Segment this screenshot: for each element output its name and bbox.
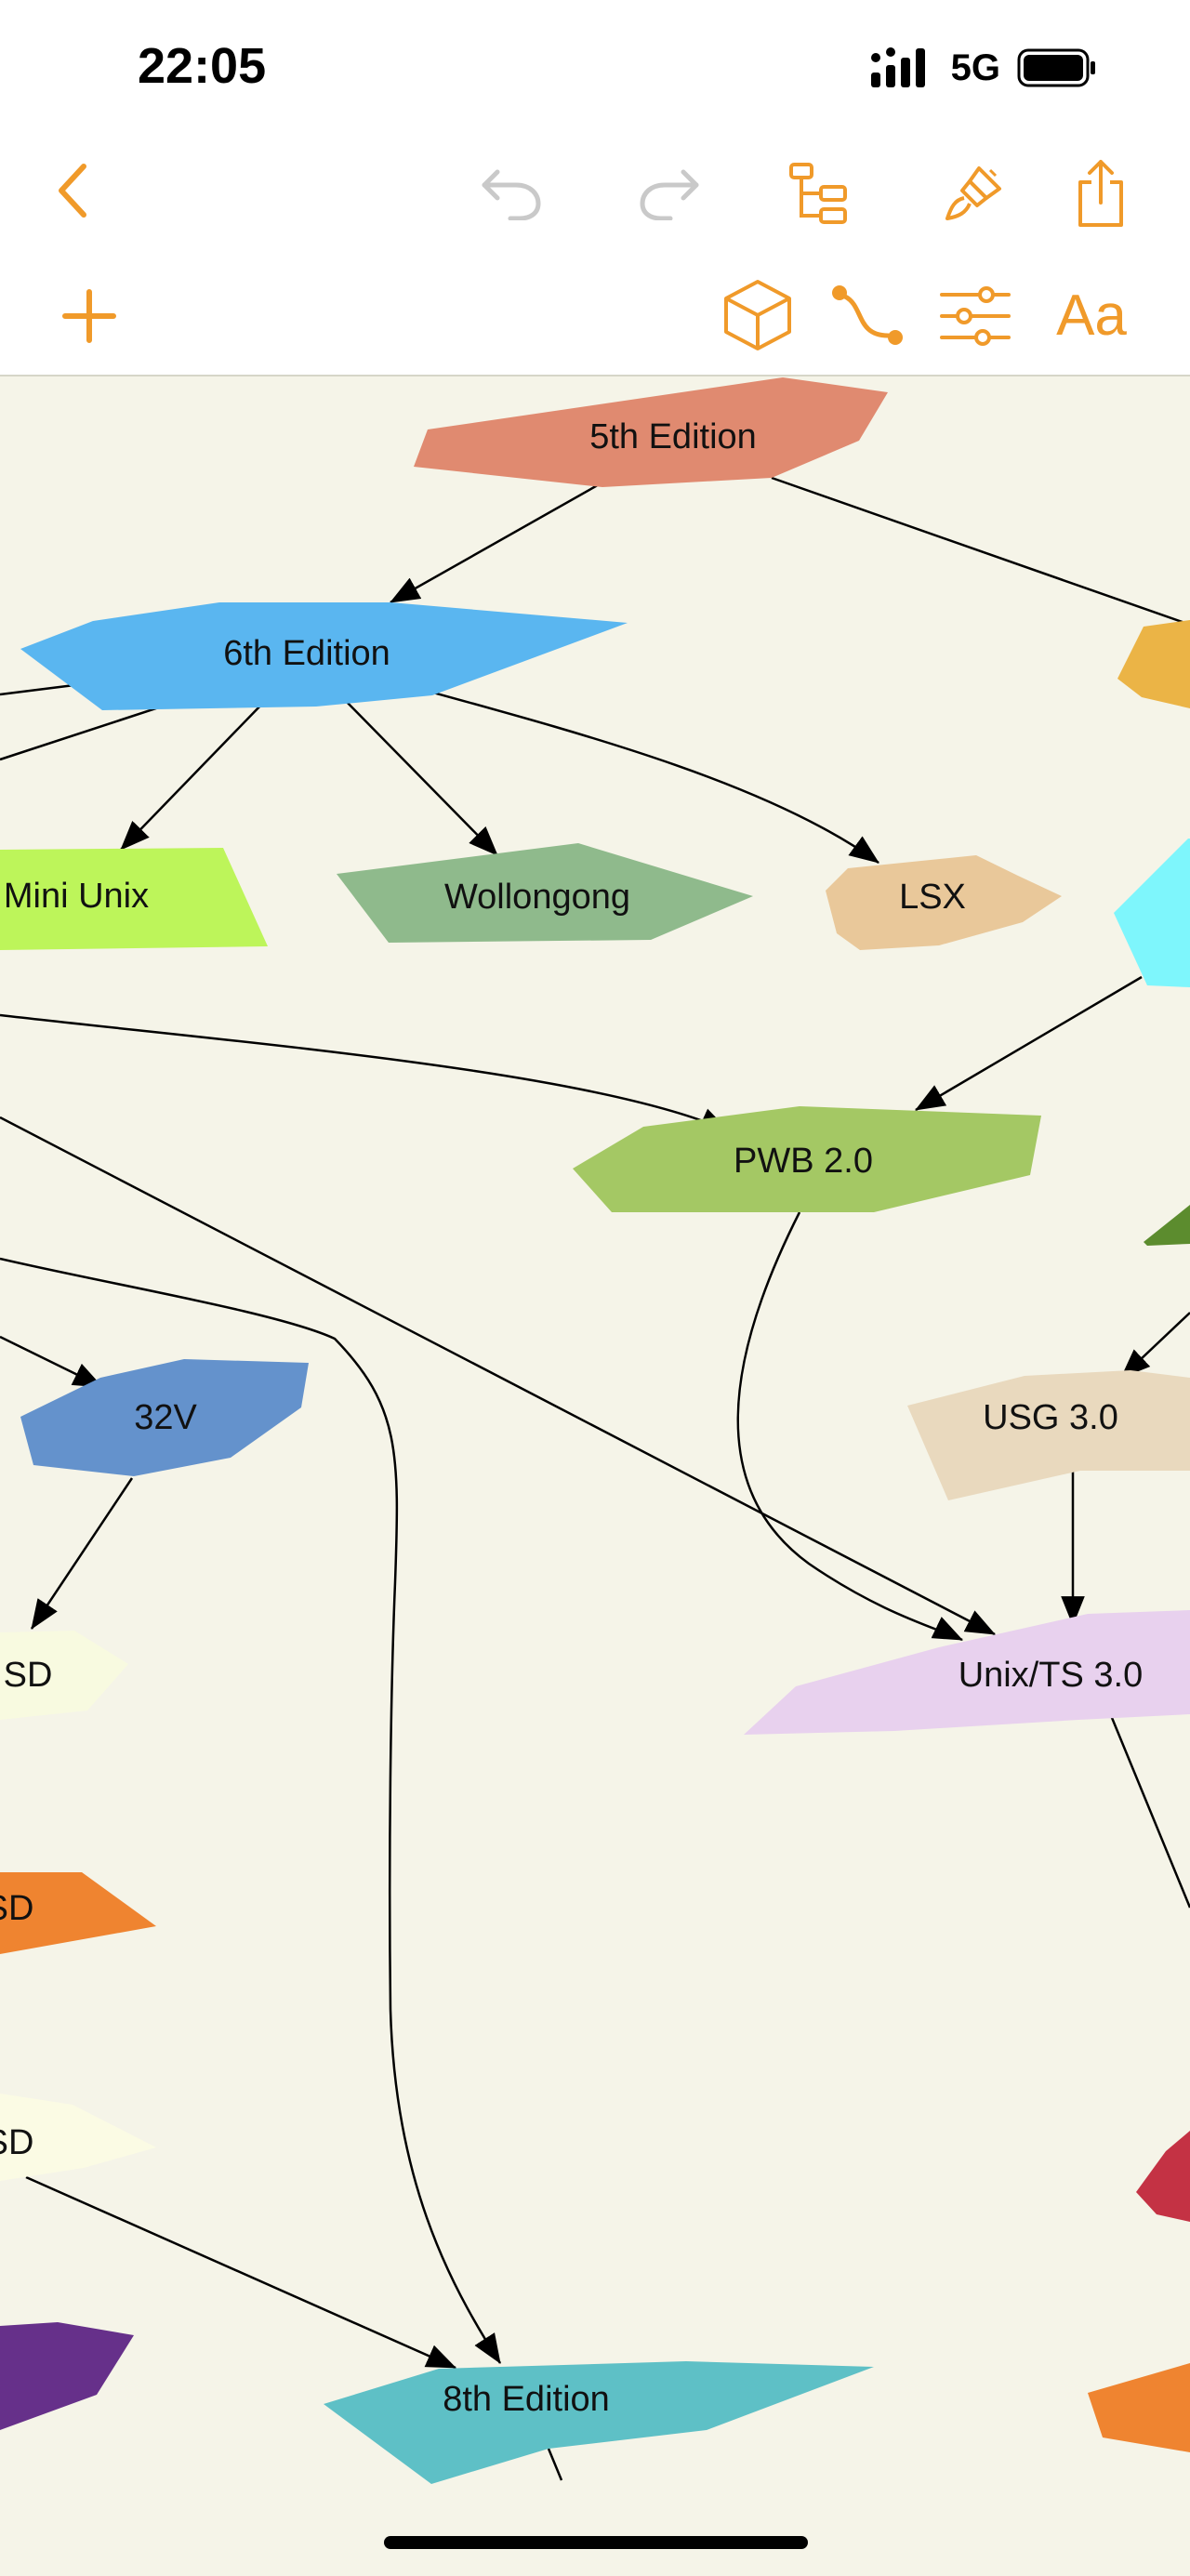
home-indicator[interactable] xyxy=(384,2536,808,2549)
diagram-canvas[interactable]: 5th Edition 6th Edition Mini Unix Wollon… xyxy=(0,375,1190,2576)
edge-left-32v xyxy=(0,1335,103,1389)
back-button[interactable] xyxy=(45,158,100,223)
node-unix-ts-3[interactable]: Unix/TS 3.0 xyxy=(744,1610,1190,1735)
edge-left-unixts xyxy=(0,1116,996,1636)
edge-5th-6th xyxy=(390,481,603,604)
node-label: Unix/TS 3.0 xyxy=(959,1656,1144,1695)
edge-5th-right xyxy=(771,476,1190,627)
inspector-button[interactable] xyxy=(933,279,1017,353)
status-indicators: 5G xyxy=(869,46,1097,89)
node-label: SD xyxy=(4,1656,53,1695)
node-5th-edition[interactable]: 5th Edition xyxy=(414,377,888,487)
redo-icon xyxy=(640,169,699,220)
editor-toolbar: Aa xyxy=(0,139,1190,375)
node-usg-3[interactable]: USG 3.0 xyxy=(907,1370,1190,1500)
chevron-left-icon xyxy=(59,164,86,218)
node-label: Wollongong xyxy=(444,878,630,917)
unix-history-graph: 5th Edition 6th Edition Mini Unix Wollon… xyxy=(0,377,1190,2484)
paintbrush-icon xyxy=(945,166,1001,220)
edges xyxy=(0,476,1190,2481)
connector-button[interactable] xyxy=(826,275,909,355)
node-bsd-2[interactable]: SD xyxy=(0,1872,156,1954)
node-bsd-3[interactable]: SD xyxy=(0,2094,156,2181)
node-label: Mini Unix xyxy=(4,877,149,916)
node-wollongong[interactable]: Wollongong xyxy=(337,843,753,943)
node-label: 32V xyxy=(134,1398,197,1437)
node-label: 5th Edition xyxy=(589,417,757,456)
sliders-icon xyxy=(940,286,1011,346)
connector-icon xyxy=(832,285,903,345)
share-button[interactable] xyxy=(1064,152,1138,232)
node-8th-edition[interactable]: 8th Edition xyxy=(324,2361,874,2484)
outline-button[interactable] xyxy=(781,156,855,231)
network-type: 5G xyxy=(950,46,1000,88)
node-pwb-2[interactable]: PWB 2.0 xyxy=(573,1106,1041,1212)
edge-6th-wollongong xyxy=(341,696,498,856)
undo-button[interactable] xyxy=(474,160,549,225)
shape-button[interactable] xyxy=(718,275,798,355)
edge-left-8th xyxy=(0,1257,502,2364)
outline-tree-icon xyxy=(789,163,847,224)
add-button[interactable] xyxy=(52,279,126,353)
battery-icon xyxy=(1017,48,1095,87)
edge-green-usg xyxy=(1120,1312,1190,1379)
edge-left-pwb xyxy=(0,1013,730,1133)
plus-icon xyxy=(62,289,116,343)
share-icon xyxy=(1078,160,1123,227)
node-label: 6th Edition xyxy=(223,634,390,673)
edge-6th-miniunix xyxy=(120,700,266,851)
edge-pwb-unixts xyxy=(736,1211,963,1642)
redo-button[interactable] xyxy=(632,160,707,225)
node-orange-right-2[interactable] xyxy=(1088,2363,1190,2452)
node-green-right[interactable] xyxy=(1144,1205,1190,1246)
edge-6th-lsx xyxy=(422,688,879,865)
node-label: LSX xyxy=(899,878,966,917)
node-label: SD xyxy=(0,1889,33,1928)
node-cyan-right[interactable] xyxy=(1114,839,1190,987)
edge-8th-down xyxy=(547,2448,563,2481)
edge-6th-left1 xyxy=(0,683,75,696)
text-style-button[interactable]: Aa xyxy=(1045,275,1138,355)
node-purple-left[interactable] xyxy=(0,2322,134,2430)
edge-bsd3-8th xyxy=(25,2175,456,2370)
node-label: PWB 2.0 xyxy=(734,1142,873,1181)
status-time: 22:05 xyxy=(138,38,267,94)
node-label: USG 3.0 xyxy=(983,1398,1118,1437)
text-style-icon: Aa xyxy=(1056,283,1127,348)
undo-icon xyxy=(482,169,541,220)
node-orange-right[interactable] xyxy=(1117,620,1190,708)
node-label: SD xyxy=(0,2123,33,2162)
edge-32v-bsd xyxy=(30,1477,134,1630)
node-red-right[interactable] xyxy=(1136,2131,1190,2222)
status-bar: 22:05 5G xyxy=(0,0,1190,139)
node-lsx[interactable]: LSX xyxy=(826,855,1062,950)
shape-cube-icon xyxy=(724,280,791,350)
node-label: 8th Edition xyxy=(443,2380,610,2419)
node-bsd-1[interactable]: SD xyxy=(0,1631,128,1720)
signal-icon xyxy=(870,47,925,87)
node-32v[interactable]: 32V xyxy=(20,1359,309,1476)
node-mini-unix[interactable]: Mini Unix xyxy=(0,848,268,950)
edge-6th-left2 xyxy=(0,703,168,761)
style-brush-button[interactable] xyxy=(937,156,1012,231)
edge-cyan-pwb xyxy=(915,975,1143,1112)
node-6th-edition[interactable]: 6th Edition xyxy=(20,602,628,710)
